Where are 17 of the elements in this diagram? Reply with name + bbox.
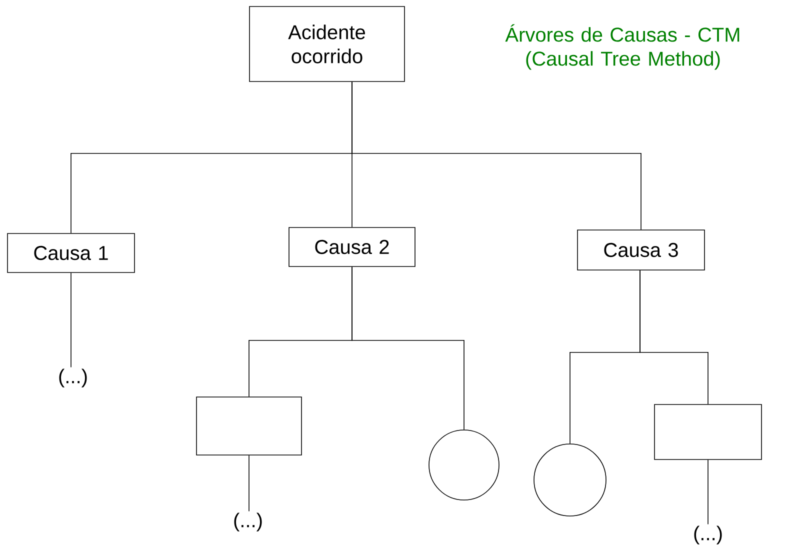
cause-box: Causa 3 [577,230,705,270]
ellipsis-text: (...) [234,512,262,532]
tree-connector [640,270,708,404]
empty-box [196,396,302,456]
tree-connector [248,455,250,512]
empty-box [654,404,762,460]
cause-box: Causa 1 [7,233,135,273]
event-box: Acidente ocorrido [249,6,405,82]
ellipsis-text: (...) [694,526,722,544]
tree-connector [352,82,642,230]
circle [428,430,500,500]
ellipsis-text: (...) [59,368,87,388]
circle [534,444,606,516]
tree-connector [352,266,464,430]
cause-box: Causa 2 [288,227,416,267]
title: Árvores de Causas - CTM (Causal Tree Method) [505,24,740,70]
tree-connector [70,272,72,368]
